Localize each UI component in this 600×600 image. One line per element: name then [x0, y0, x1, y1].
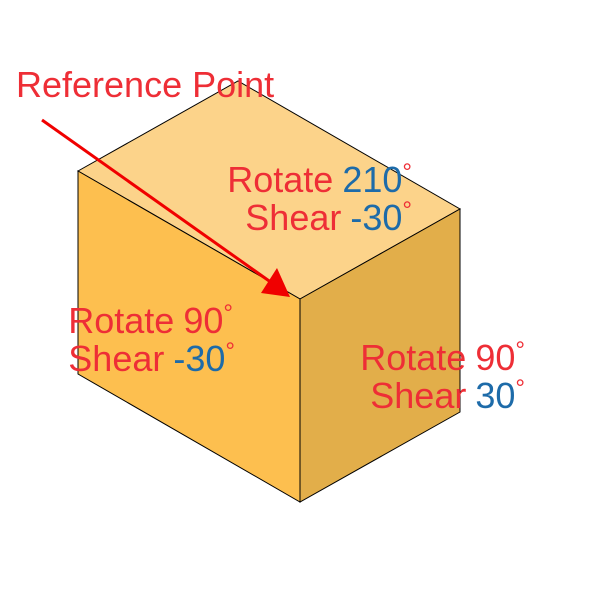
- reference-arrow-shaft: [41, 118, 273, 285]
- reference-arrow-head: [261, 268, 290, 297]
- left-shear-text: Shear-30°: [68, 338, 235, 379]
- reference-point-label: Reference Point: [16, 64, 274, 105]
- cube-right-face: [299, 208, 461, 503]
- top-shear-text: Shear-30°: [245, 197, 412, 238]
